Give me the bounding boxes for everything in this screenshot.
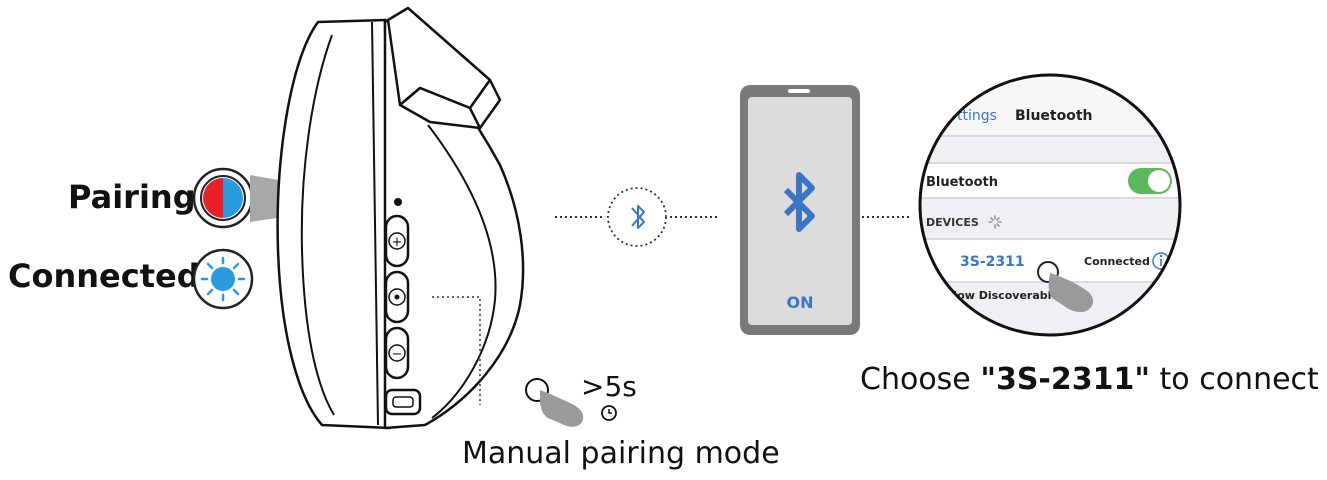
bluetooth-large-icon (783, 172, 815, 232)
volume-down-button[interactable]: − (384, 326, 410, 380)
settings-zoom: ttings Bluetooth Bluetooth DEVICES 3S-23… (920, 75, 1180, 335)
headphone-details (300, 21, 497, 426)
bluetooth-toggle[interactable] (1128, 168, 1172, 194)
connected-led-icon (192, 248, 254, 310)
volume-up-button[interactable]: + (384, 214, 410, 268)
settings-title: Bluetooth (1015, 108, 1093, 124)
devices-header: DEVICES (926, 216, 979, 229)
power-button[interactable] (384, 270, 410, 324)
pairing-label: Pairing (68, 178, 196, 216)
clock-icon (601, 405, 617, 421)
choose-device-name: "3S-2311" (980, 362, 1150, 397)
usb-port (384, 388, 422, 416)
pairing-led-icon (192, 167, 254, 229)
manual-pairing-caption: Manual pairing mode (462, 436, 780, 471)
choose-prefix: Choose (860, 362, 971, 397)
headphone-earcup (276, 6, 525, 430)
device-status: Connected (1084, 255, 1150, 268)
settings-back-link[interactable]: ttings (957, 108, 997, 124)
plus-icon: + (392, 235, 403, 250)
loading-spinner-icon (988, 215, 1002, 229)
press-duration-label: >5s (581, 370, 637, 403)
tap-hand-icon (1037, 261, 1094, 313)
connected-label: Connected (8, 257, 200, 295)
choose-device-caption: Choose "3S-2311" to connect (860, 362, 1319, 397)
device-name[interactable]: 3S-2311 (960, 254, 1025, 270)
power-leader-line (432, 296, 481, 405)
discoverable-text: Now Discoverable (948, 289, 1059, 302)
press-hand-icon (525, 378, 584, 427)
bluetooth-row-label: Bluetooth (926, 175, 998, 190)
phone-on-label: ON (787, 293, 814, 312)
bluetooth-small-icon (631, 205, 645, 229)
power-dot-icon (394, 294, 400, 300)
choose-suffix: to connect (1159, 362, 1319, 397)
minus-icon: − (392, 347, 403, 362)
headphone-led-dot (394, 198, 402, 206)
zoom-circle-border (918, 73, 1182, 337)
